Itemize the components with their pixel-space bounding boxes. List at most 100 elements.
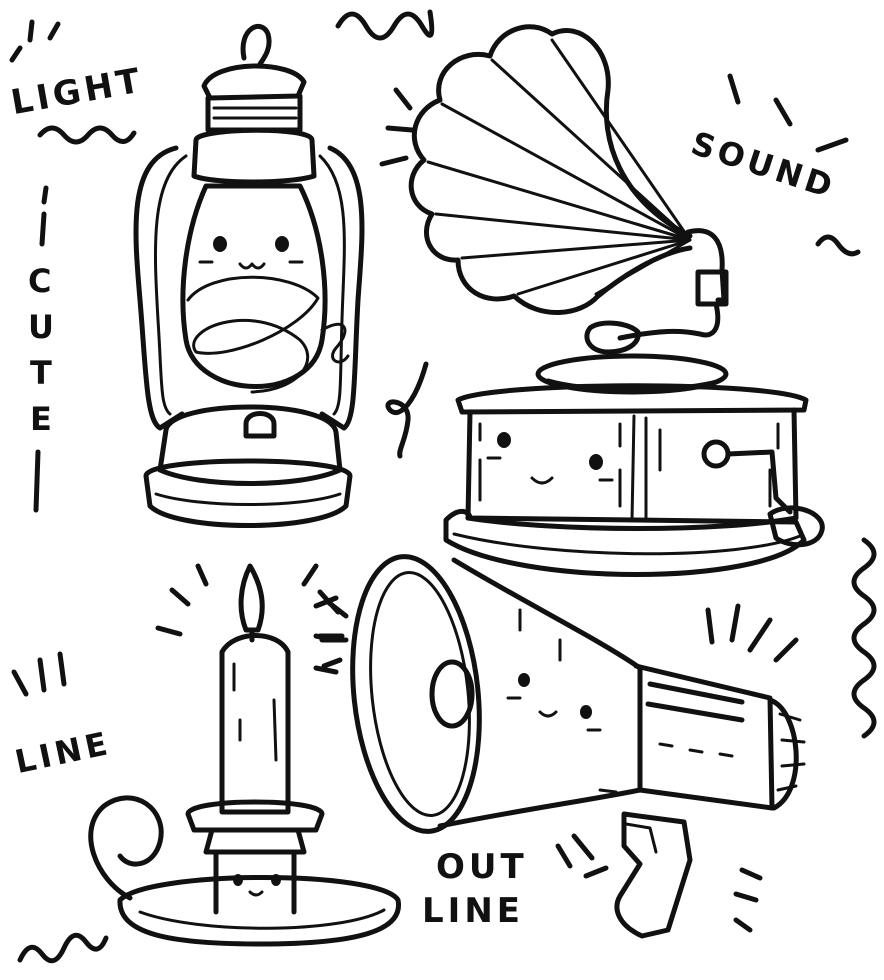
gramophone-sound-box [584, 320, 641, 355]
lantern-base [143, 458, 353, 528]
lantern-wick-key [320, 322, 350, 364]
megaphone-trigger [624, 822, 658, 854]
line-sparkle [11, 651, 67, 697]
megaphone-rear-cap [767, 697, 799, 811]
gramophone-base [443, 509, 807, 577]
candle-drips [232, 662, 278, 762]
gramophone-horn-bell [408, 24, 693, 315]
lantern-fuel-tank [157, 404, 343, 486]
lantern-base-line [154, 492, 342, 506]
label-cute-c: C [28, 262, 55, 300]
lantern-cap [201, 63, 307, 101]
label-light-text: LIGHT [8, 60, 147, 123]
label-cute-e: E [30, 400, 56, 438]
lantern-top-chimney [205, 93, 303, 133]
megaphone-body-stripe [645, 681, 745, 723]
sound-squiggle [815, 234, 861, 257]
lantern-collar [191, 127, 317, 185]
label-out-text: OUT [436, 847, 528, 887]
megaphone-right-eye [580, 705, 592, 719]
candle-collar [203, 827, 307, 855]
candle-ring-handle [88, 795, 164, 901]
candle-saucer-inner [138, 908, 386, 930]
lantern-wire-guard [186, 275, 320, 394]
lantern-frame-inner [154, 154, 346, 416]
megaphone-bell-inner [369, 571, 471, 817]
gramophone-crank-hub [701, 439, 731, 469]
candle-flame [238, 563, 265, 633]
gramophone-box-sides [465, 407, 799, 521]
cute-line-top [39, 185, 49, 247]
cute-line-bottom [33, 449, 41, 513]
label-light: LIGHT [8, 19, 147, 145]
candle-holder [88, 563, 402, 947]
lantern-sparkle [379, 87, 415, 167]
label-line: LINE [11, 651, 115, 781]
gramophone [408, 24, 825, 577]
lantern-right-frame [319, 145, 365, 431]
candle-stem [213, 849, 297, 915]
megaphone-blush [506, 696, 602, 732]
candle-saucer [117, 875, 402, 947]
megaphone-rear-grip-lines [776, 712, 806, 792]
megaphone-cone [437, 557, 643, 829]
megaphone-sound-rays [705, 603, 799, 663]
gramophone-right-eye [589, 454, 603, 470]
label-sound-text: SOUND [687, 124, 841, 206]
lantern-left-frame [133, 145, 185, 431]
gramophone-crank-handle [767, 505, 825, 548]
lantern-chimney-lines [212, 106, 298, 120]
gramophone-base-line [452, 532, 802, 556]
label-line-text: LINE [12, 724, 115, 781]
label-out-line-text: LINE [422, 891, 524, 931]
gramophone-record-line [546, 378, 722, 391]
gramophone-neck-joint [695, 269, 729, 307]
megaphone-smile [538, 710, 558, 718]
label-cute: C U T E [28, 185, 58, 513]
lantern-filler-cap [243, 411, 277, 439]
megaphone [317, 554, 806, 939]
swirl-between [385, 361, 429, 459]
label-sound: SOUND [687, 73, 861, 257]
lantern [133, 23, 365, 528]
megaphone-handle [614, 811, 693, 939]
gramophone-box-corner [630, 414, 648, 522]
sound-sparkle [727, 73, 849, 153]
label-cute-u: U [28, 308, 58, 346]
lantern-glass-globe [180, 183, 328, 389]
gramophone-crank-arm [725, 449, 793, 515]
lantern-ring-handle [240, 23, 272, 67]
right-squiggle [851, 537, 877, 739]
megaphone-body [633, 663, 775, 811]
lantern-smile [238, 262, 266, 270]
megaphone-left-eye [518, 673, 530, 687]
lantern-left-eye [213, 236, 227, 252]
light-squiggle [37, 125, 137, 145]
light-sparkle [9, 19, 61, 63]
megaphone-cone-marks [518, 608, 618, 794]
megaphone-bell-rim [350, 554, 482, 834]
megaphone-left-rays [317, 599, 349, 669]
label-outline: OUT LINE [422, 833, 609, 931]
top-squiggle [335, 9, 435, 41]
label-cute-t: T [30, 354, 56, 392]
gramophone-left-eye [497, 432, 511, 448]
outline-sparkle [555, 833, 609, 879]
candle-body [219, 633, 291, 815]
gramophone-smile [530, 476, 554, 485]
gramophone-turntable [535, 353, 729, 395]
gramophone-lid [455, 383, 809, 415]
megaphone-sparkle-bottom [733, 867, 763, 933]
megaphone-dots [658, 742, 734, 758]
candle-smile [248, 890, 264, 897]
gramophone-horn-neck [685, 228, 727, 303]
megaphone-driver [429, 659, 475, 729]
gramophone-wood-grain [478, 422, 780, 508]
candle-drip-tray [185, 799, 325, 833]
candle-glow-rays [155, 563, 339, 643]
lantern-right-eye [275, 236, 289, 252]
gramophone-tone-arm [617, 301, 721, 341]
gramophone-blush [486, 456, 614, 482]
bottom-squiggle [17, 932, 109, 964]
